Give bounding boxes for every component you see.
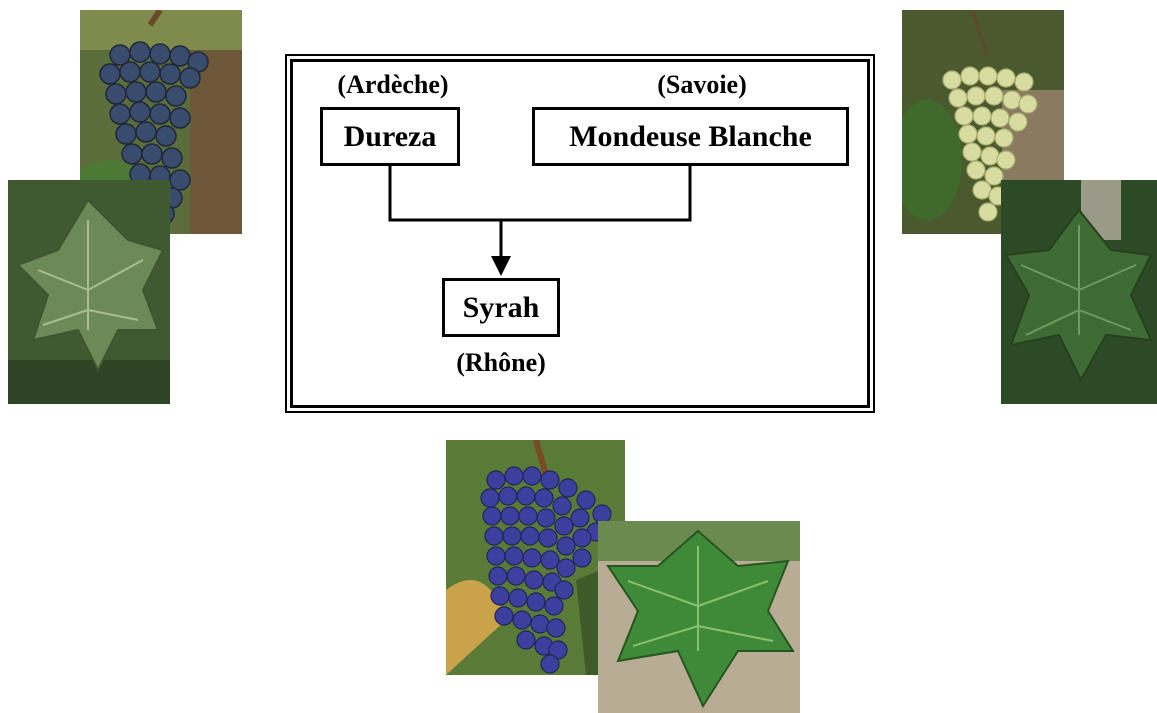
dureza-parent-box[interactable]: Dureza	[320, 107, 460, 166]
arrow-down-icon	[491, 256, 511, 276]
mondeuse-blanche-parent-box[interactable]: Mondeuse Blanche	[532, 107, 849, 166]
dureza-region-label: (Ardèche)	[323, 70, 463, 100]
syrah-region-label: (Rhône)	[431, 348, 571, 378]
mondeuse-blanche-region-label: (Savoie)	[632, 70, 772, 100]
syrah-child-box[interactable]: Syrah	[442, 278, 560, 337]
